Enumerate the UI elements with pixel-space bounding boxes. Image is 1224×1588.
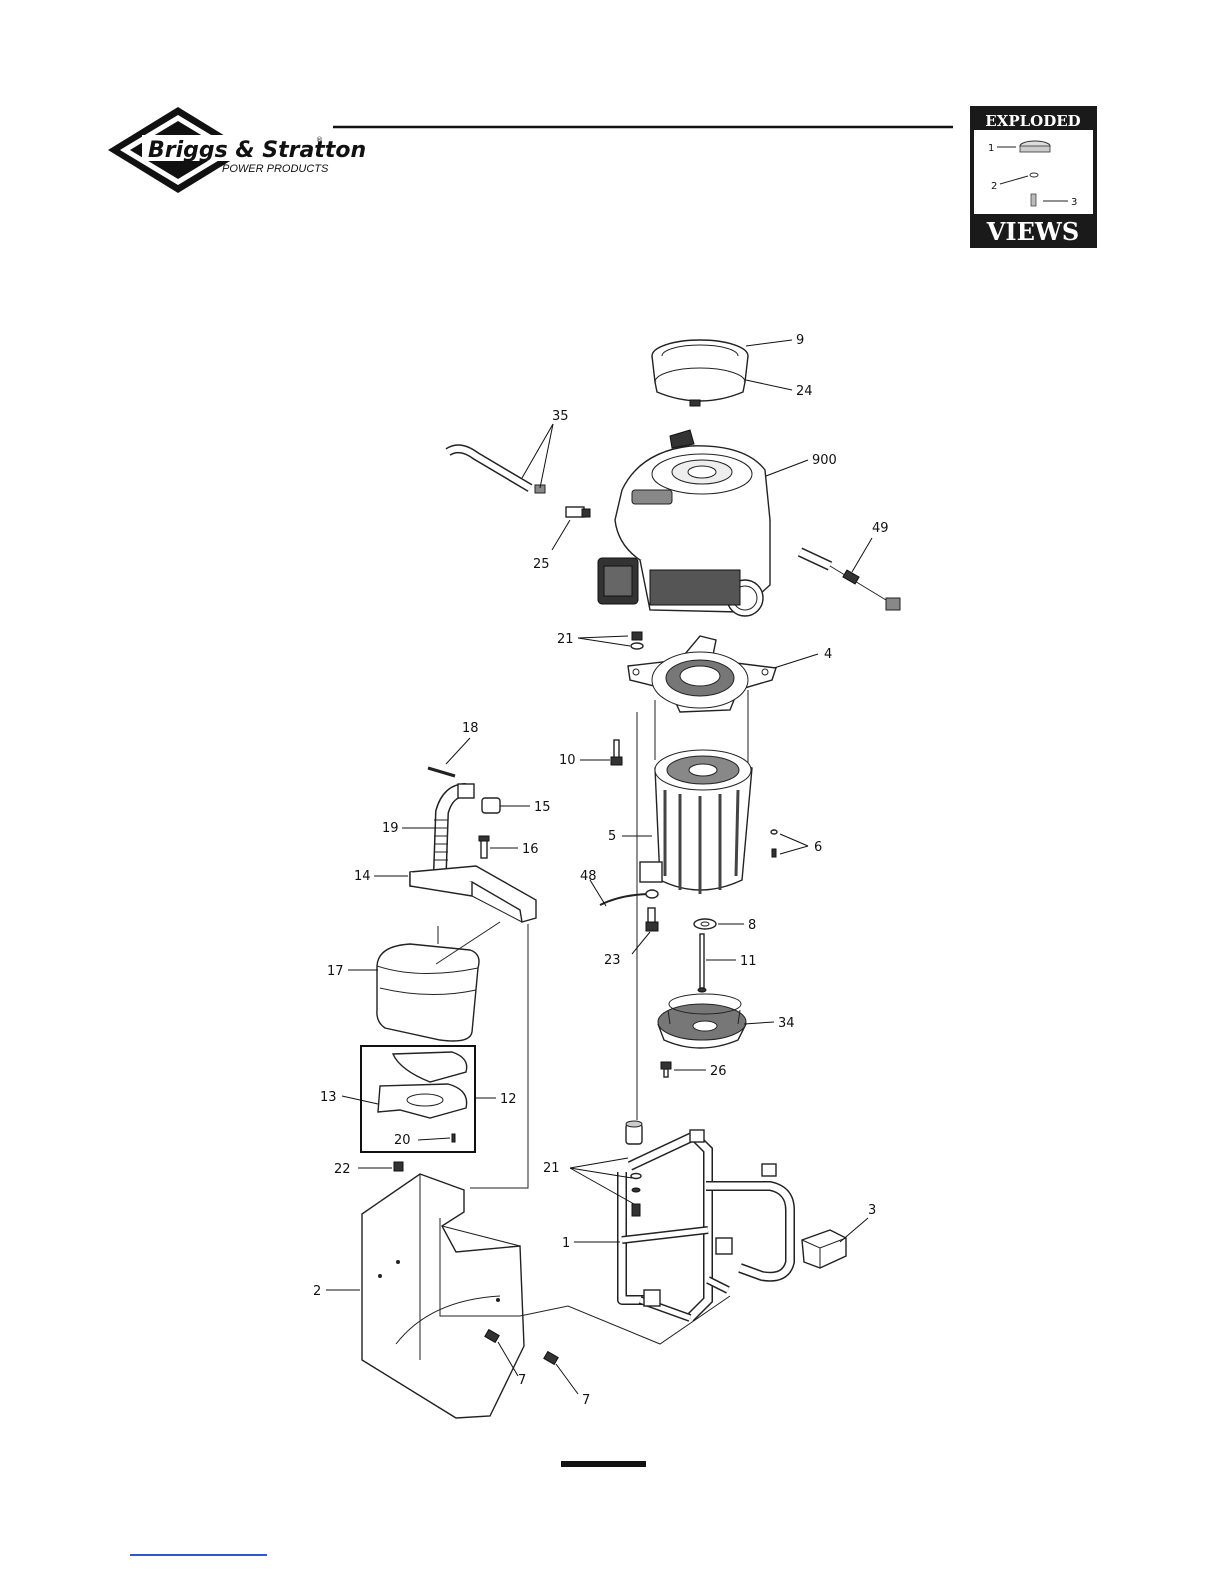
callout-26: 26	[710, 1064, 727, 1079]
callout-19: 19	[382, 821, 399, 836]
page-marker	[561, 1461, 646, 1467]
callout-6: 6	[814, 840, 822, 855]
part-1-frame	[622, 1130, 790, 1318]
callout-21-bottom: 21	[543, 1161, 560, 1176]
callout-21-top: 21	[557, 632, 574, 647]
briggs-stratton-logo: Briggs & Stratton ® POWER PRODUCTS	[108, 107, 366, 193]
part-2-panel	[362, 1174, 524, 1418]
part-9-air-filter	[652, 340, 748, 406]
part-10-bolt	[611, 740, 622, 765]
part-48-ground-wire	[600, 890, 658, 905]
footer-link[interactable]	[130, 1554, 267, 1556]
part-15-gasket	[482, 798, 500, 813]
callout-10: 10	[559, 753, 576, 768]
callout-20: 20	[394, 1133, 411, 1148]
part-16-bolt	[479, 836, 489, 858]
part-8-washer	[694, 919, 716, 929]
callout-11: 11	[740, 954, 757, 969]
callout-25: 25	[533, 557, 550, 572]
callout-7-left: 7	[518, 1373, 526, 1388]
callout-18: 18	[462, 721, 479, 736]
part-3-foot	[802, 1230, 846, 1268]
badge-top-label: EXPLODED	[985, 112, 1080, 130]
part-900-engine	[598, 430, 770, 616]
badge-callout-3: 3	[1071, 197, 1077, 208]
part-6-screws	[771, 830, 777, 857]
badge-callout-2: 2	[991, 181, 997, 192]
brand-tagline: POWER PRODUCTS	[222, 163, 329, 175]
callout-4: 4	[824, 647, 832, 662]
callout-16: 16	[522, 842, 539, 857]
callout-17: 17	[327, 964, 344, 979]
part-18-screw	[428, 768, 455, 776]
part-14-bracket	[410, 866, 536, 922]
callout-14: 14	[354, 869, 371, 884]
callout-8: 8	[748, 918, 756, 933]
part-25-fitting	[566, 507, 590, 517]
part-12-heat-shield-kit	[361, 1046, 475, 1152]
callout-15: 15	[534, 800, 551, 815]
part-35-fuel-hose	[448, 449, 545, 493]
callout-35: 35	[552, 409, 569, 424]
brand-registered: ®	[316, 136, 323, 144]
callout-3: 3	[868, 1203, 876, 1218]
callout-7-right: 7	[582, 1393, 590, 1408]
badge-callout-1: 1	[988, 143, 994, 154]
callout-23: 23	[604, 953, 621, 968]
badge-bottom-label: VIEWS	[986, 217, 1079, 246]
part-49-cable	[800, 552, 900, 610]
callout-49: 49	[872, 521, 889, 536]
callout-34: 34	[778, 1016, 795, 1031]
part-5-stator	[640, 750, 752, 894]
part-22-screw	[394, 1162, 403, 1171]
callout-9: 9	[796, 333, 804, 348]
callout-900: 900	[812, 453, 837, 468]
part-4-adapter	[628, 636, 776, 712]
callout-2: 2	[313, 1284, 321, 1299]
exploded-views-badge: EXPLODED VIEWS 1 2 3	[970, 106, 1097, 248]
callout-22: 22	[334, 1162, 351, 1177]
callout-24: 24	[796, 384, 813, 399]
part-19-exhaust-pipe	[434, 784, 474, 870]
part-23-bolt	[646, 908, 658, 931]
part-11-through-bolt	[698, 934, 706, 992]
brand-name: Briggs & Stratton	[148, 138, 366, 163]
part-17-muffler	[377, 944, 479, 1041]
part-21-nut-top	[631, 632, 643, 649]
callout-13: 13	[320, 1090, 337, 1105]
callout-1: 1	[562, 1236, 570, 1251]
callout-5: 5	[608, 829, 616, 844]
callout-48: 48	[580, 869, 597, 884]
part-34-end-cover	[658, 994, 746, 1048]
callout-12: 12	[500, 1092, 517, 1107]
part-26-screw	[661, 1062, 671, 1077]
